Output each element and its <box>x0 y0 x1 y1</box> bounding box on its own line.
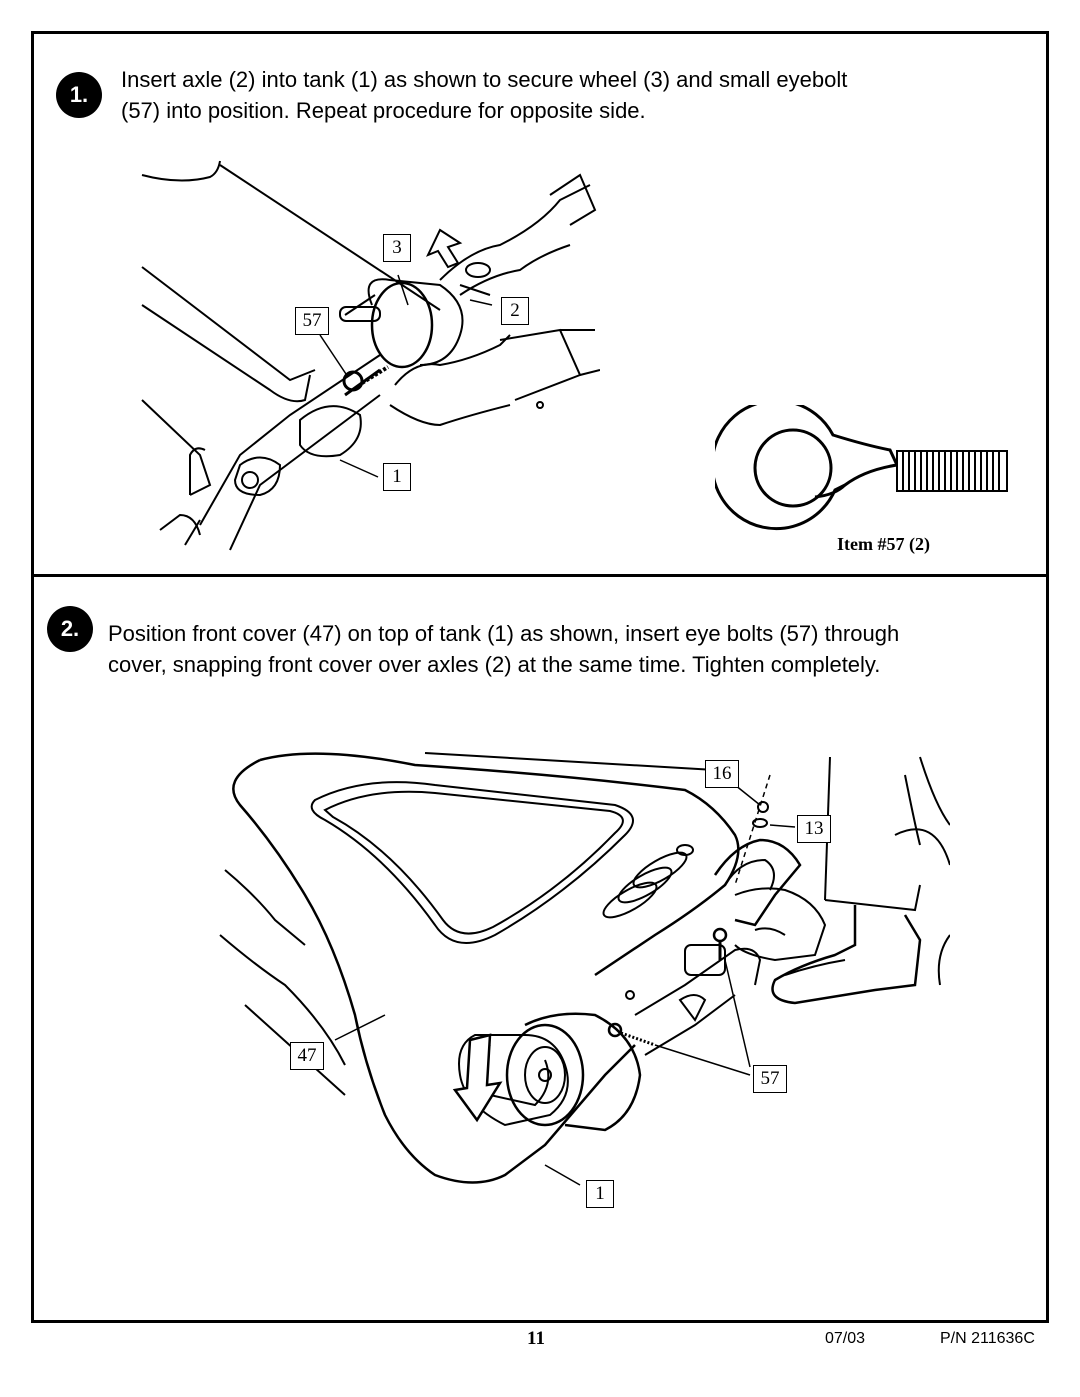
callout-2: 2 <box>501 297 529 325</box>
eyebolt-detail-drawing <box>715 405 1008 531</box>
callout-47: 47 <box>290 1042 324 1070</box>
callout-1: 1 <box>586 1180 614 1208</box>
step-1-instruction-line-1: Insert axle (2) into tank (1) as shown t… <box>121 67 848 92</box>
step-2-instruction-line-1: Position front cover (47) on top of tank… <box>108 621 900 646</box>
callout-57: 57 <box>753 1065 787 1093</box>
step-2-illustration <box>219 752 950 1186</box>
part-number: P/N 211636C <box>940 1330 1035 1347</box>
step-2-badge: 2. <box>47 606 93 652</box>
callout-1: 1 <box>383 463 411 491</box>
step-2-instruction-line-2: cover, snapping front cover over axles (… <box>108 652 881 677</box>
callout-16: 16 <box>705 760 739 788</box>
section-divider <box>31 574 1049 577</box>
page-number: 11 <box>527 1328 545 1349</box>
eyebolt-detail-caption: Item #57 (2) <box>837 534 930 554</box>
step-1-badge: 1. <box>56 72 102 118</box>
callout-13: 13 <box>797 815 831 843</box>
step-1-instruction-line-2: (57) into position. Repeat procedure for… <box>121 98 646 123</box>
page-frame <box>31 31 1049 1323</box>
callout-57: 57 <box>295 307 329 335</box>
revision-date: 07/03 <box>825 1330 866 1347</box>
callout-3: 3 <box>383 234 411 262</box>
step-1-illustration <box>141 160 600 551</box>
